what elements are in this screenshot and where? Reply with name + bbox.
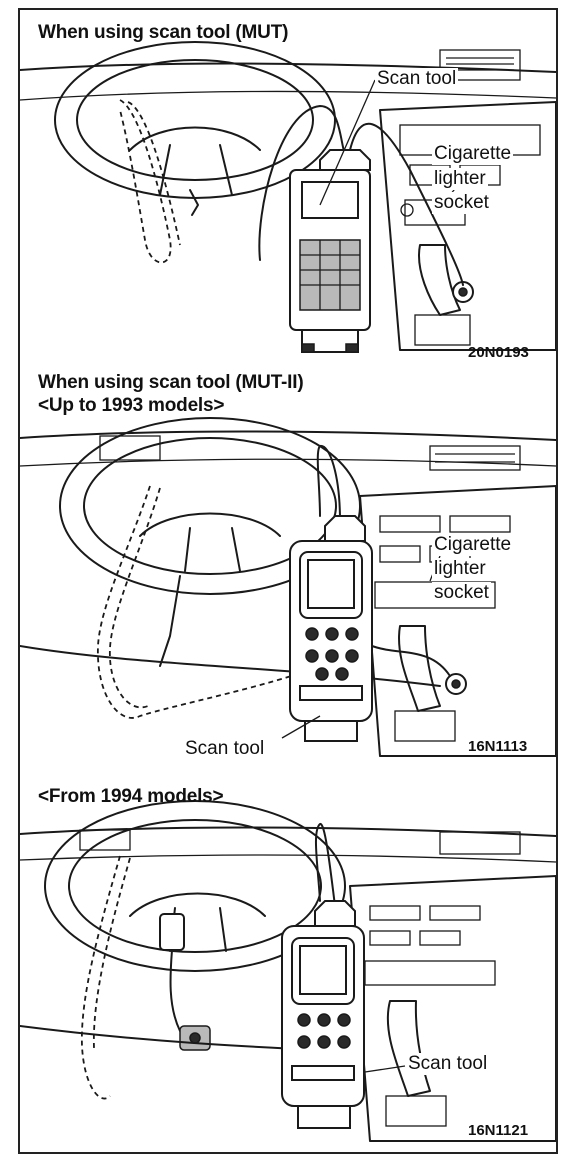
label-scan-tool: Scan tool: [183, 738, 267, 760]
center-console: [379, 101, 556, 351]
diagnosis-connector-icon: [159, 913, 211, 1051]
air-vent: [99, 435, 521, 471]
scan-tool-mut-ii: [289, 515, 373, 742]
label-scan-tool: Scan tool: [375, 68, 459, 90]
heading-mut: When using scan tool (MUT): [38, 22, 289, 43]
heading-mut-ii: When using scan tool (MUT-II): [38, 372, 304, 393]
figure-code: 16N1121: [468, 1122, 529, 1139]
heading-up-to-1993: <Up to 1993 models>: [38, 395, 225, 416]
figure-code: 16N1113: [468, 738, 528, 755]
dashboard-illustration-1994: [20, 800, 556, 1142]
panel-mut-ii-up-to-1993: When using scan tool (MUT-II) <Up to 199…: [20, 366, 556, 776]
air-vent: [79, 829, 521, 855]
panel-mut: When using scan tool (MUT) Scan tool Cig…: [20, 10, 556, 366]
scan-tool-mut: [289, 149, 371, 353]
figure-code: 20N0193: [468, 344, 529, 361]
center-console: [359, 485, 556, 757]
label-lighter: lighter: [432, 558, 488, 580]
label-socket: socket: [432, 582, 491, 604]
label-socket: socket: [432, 192, 491, 214]
label-cigarette: Cigarette: [432, 534, 514, 556]
heading-from-1994: <From 1994 models>: [38, 786, 224, 807]
label-lighter: lighter: [432, 168, 488, 190]
label-cigarette: Cigarette: [432, 143, 514, 165]
panel-from-1994: <From 1994 models> Scan tool 16N1121: [20, 776, 556, 1152]
center-console: [349, 875, 556, 1142]
scan-tool-mut-ii: [281, 900, 365, 1129]
label-scan-tool: Scan tool: [406, 1053, 490, 1075]
cigarette-lighter-socket-icon: [445, 673, 467, 695]
diagram-frame: When using scan tool (MUT) Scan tool Cig…: [18, 8, 558, 1154]
dashboard-illustration-mut-ii-1993: [20, 417, 556, 757]
